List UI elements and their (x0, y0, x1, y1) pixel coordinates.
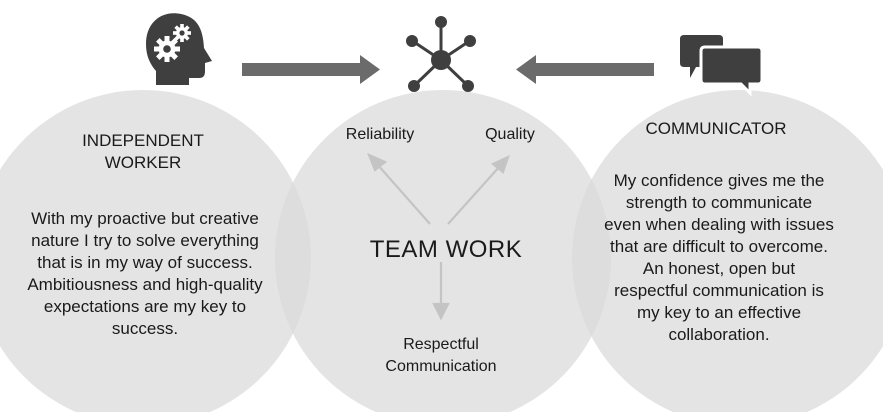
left-circle (0, 90, 311, 412)
left-title-line2: WORKER (104, 153, 182, 172)
right-body-line: collaboration. (668, 325, 770, 344)
center-circle (275, 90, 611, 412)
left-body-line: nature I try to solve everything (31, 231, 259, 250)
left-body-line: expectations are my key to (43, 297, 247, 316)
left-body-line: that is in my way of success. (37, 253, 253, 272)
left-body-line: Ambitiousness and high-quality (27, 275, 263, 294)
branch-label-quality: Quality (485, 126, 535, 143)
respectful-line1: Respectful (403, 336, 479, 353)
left-title-line1: INDEPENDENT (82, 131, 204, 150)
left-circle-body: With my proactive but creative nature I … (25, 208, 265, 340)
right-body-line: My confidence gives me the (613, 171, 825, 190)
right-circle-title: COMMUNICATOR (645, 119, 787, 138)
respectful-line2: Communication (385, 358, 497, 375)
left-circle-title: INDEPENDENT WORKER (58, 130, 228, 174)
right-circle (572, 90, 883, 412)
network-hub-icon (406, 16, 476, 92)
chat-bubbles-icon (680, 35, 764, 97)
arrow-left-to-center (242, 55, 380, 84)
right-circle-body: My confidence gives me the strength to c… (588, 170, 850, 346)
right-body-line: An honest, open but (642, 259, 796, 278)
team-work-title: TEAM WORK (369, 236, 523, 263)
right-body-line: that are difficult to overcome. (610, 237, 828, 256)
left-body-line: success. (111, 319, 179, 338)
branch-label-respectful-communication: Respectful Communication (376, 334, 506, 378)
right-body-line: strength to communicate (625, 193, 813, 212)
right-body-line: respectful communication is (614, 281, 824, 300)
arrow-right-to-center (516, 55, 654, 84)
right-body-line: even when dealing with issues (604, 215, 834, 234)
branch-label-reliability: Reliability (345, 126, 415, 143)
head-with-gears-icon (146, 13, 212, 86)
branch-arrows (366, 152, 510, 321)
right-body-line: my key to an effective (636, 303, 802, 322)
left-body-line: With my proactive but creative (31, 209, 259, 228)
